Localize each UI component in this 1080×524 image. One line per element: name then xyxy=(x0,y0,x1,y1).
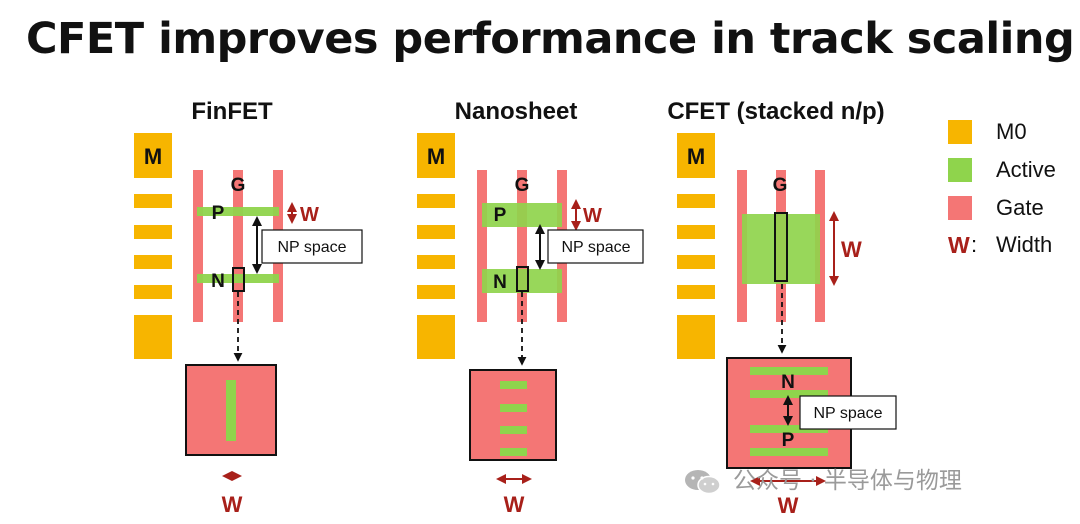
slide-title: CFET improves performance in track scali… xyxy=(26,14,1075,64)
gate-label: G xyxy=(231,175,246,196)
n-active-sheet xyxy=(482,269,562,293)
m0-bar xyxy=(417,194,455,208)
width-colon: : xyxy=(971,232,978,257)
nanosheet-panel: Nanosheet M G P N W NP spa xyxy=(417,98,644,517)
p-label: P xyxy=(212,203,225,224)
m0-bar xyxy=(417,255,455,269)
n-sheet-layer xyxy=(750,390,828,398)
n-sheet-layer xyxy=(750,367,828,375)
legend-label: M0 xyxy=(996,119,1027,144)
legend-label: Width xyxy=(996,232,1053,257)
m0-bar xyxy=(417,285,455,299)
width-symbol: W xyxy=(948,232,970,258)
gate-line xyxy=(477,170,487,322)
n-label: N xyxy=(781,372,795,393)
m0-bar xyxy=(134,255,172,269)
cut-marker xyxy=(516,266,529,292)
m0-bar xyxy=(417,225,455,239)
nanosheet-layer xyxy=(500,381,527,389)
m0-pin xyxy=(134,315,172,359)
stacked-active xyxy=(742,214,820,284)
watermark-text: 公众号 · 半导体与物理 xyxy=(733,468,962,494)
np-space-box xyxy=(261,229,363,264)
m0-pin xyxy=(677,133,715,178)
finfet-panel: FinFET M G P N W NP space xyxy=(134,98,363,517)
m0-swatch xyxy=(948,120,972,144)
m0-label: M xyxy=(427,144,445,169)
cross-section xyxy=(469,369,557,461)
cfet-panel: CFET (stacked n/p) M G W xyxy=(667,98,897,518)
nanosheet-m0-track: M xyxy=(417,133,455,359)
width-label: W xyxy=(300,204,319,226)
wechat-icon xyxy=(685,470,721,495)
p-active-fin xyxy=(197,207,279,216)
gate-line xyxy=(193,170,203,322)
legend-label: Gate xyxy=(996,195,1044,220)
np-space-box xyxy=(799,395,897,430)
p-active-sheet xyxy=(482,203,562,227)
cfet-m0-track: M xyxy=(677,133,715,359)
nanosheet-layer xyxy=(500,426,527,434)
m0-bar xyxy=(677,255,715,269)
m0-bar xyxy=(134,225,172,239)
nanosheet-layer xyxy=(500,448,527,456)
np-space-label: NP space xyxy=(561,239,630,256)
width-label: W xyxy=(504,492,525,517)
width-label: W xyxy=(583,205,602,227)
cfet-heading: CFET (stacked n/p) xyxy=(667,98,884,125)
n-label: N xyxy=(211,271,225,292)
gate-label: G xyxy=(515,175,530,196)
p-sheet-layer xyxy=(750,425,828,433)
m0-pin xyxy=(417,315,455,359)
np-space-label: NP space xyxy=(277,239,346,256)
gate-line xyxy=(233,170,243,322)
np-space-box xyxy=(547,229,644,264)
m0-pin xyxy=(417,133,455,178)
gate-line xyxy=(517,170,527,322)
p-sheet-layer xyxy=(750,448,828,456)
m0-label: M xyxy=(144,144,162,169)
width-label: W xyxy=(841,237,862,262)
n-label: N xyxy=(493,272,507,293)
np-space-label: NP space xyxy=(813,405,882,422)
finfet-heading: FinFET xyxy=(191,98,273,125)
fin-cross-section xyxy=(226,380,236,441)
p-label: P xyxy=(494,205,507,226)
m0-bar xyxy=(677,225,715,239)
m0-label: M xyxy=(687,144,705,169)
width-label: W xyxy=(778,493,799,518)
cut-marker xyxy=(774,212,788,282)
width-label: W xyxy=(222,492,243,517)
m0-bar xyxy=(134,285,172,299)
cut-marker xyxy=(232,267,245,292)
p-label: P xyxy=(782,430,795,451)
n-active-fin xyxy=(197,274,279,283)
finfet-m0-track: M xyxy=(134,133,172,359)
gate-swatch xyxy=(948,196,972,220)
active-swatch xyxy=(948,158,972,182)
m0-bar xyxy=(134,194,172,208)
m0-pin xyxy=(677,315,715,359)
m0-bar xyxy=(677,285,715,299)
gate-label: G xyxy=(773,175,788,196)
m0-bar xyxy=(677,194,715,208)
nanosheet-heading: Nanosheet xyxy=(455,98,578,125)
nanosheet-layer xyxy=(500,404,527,412)
legend-label: Active xyxy=(996,157,1056,182)
m0-pin xyxy=(134,133,172,178)
